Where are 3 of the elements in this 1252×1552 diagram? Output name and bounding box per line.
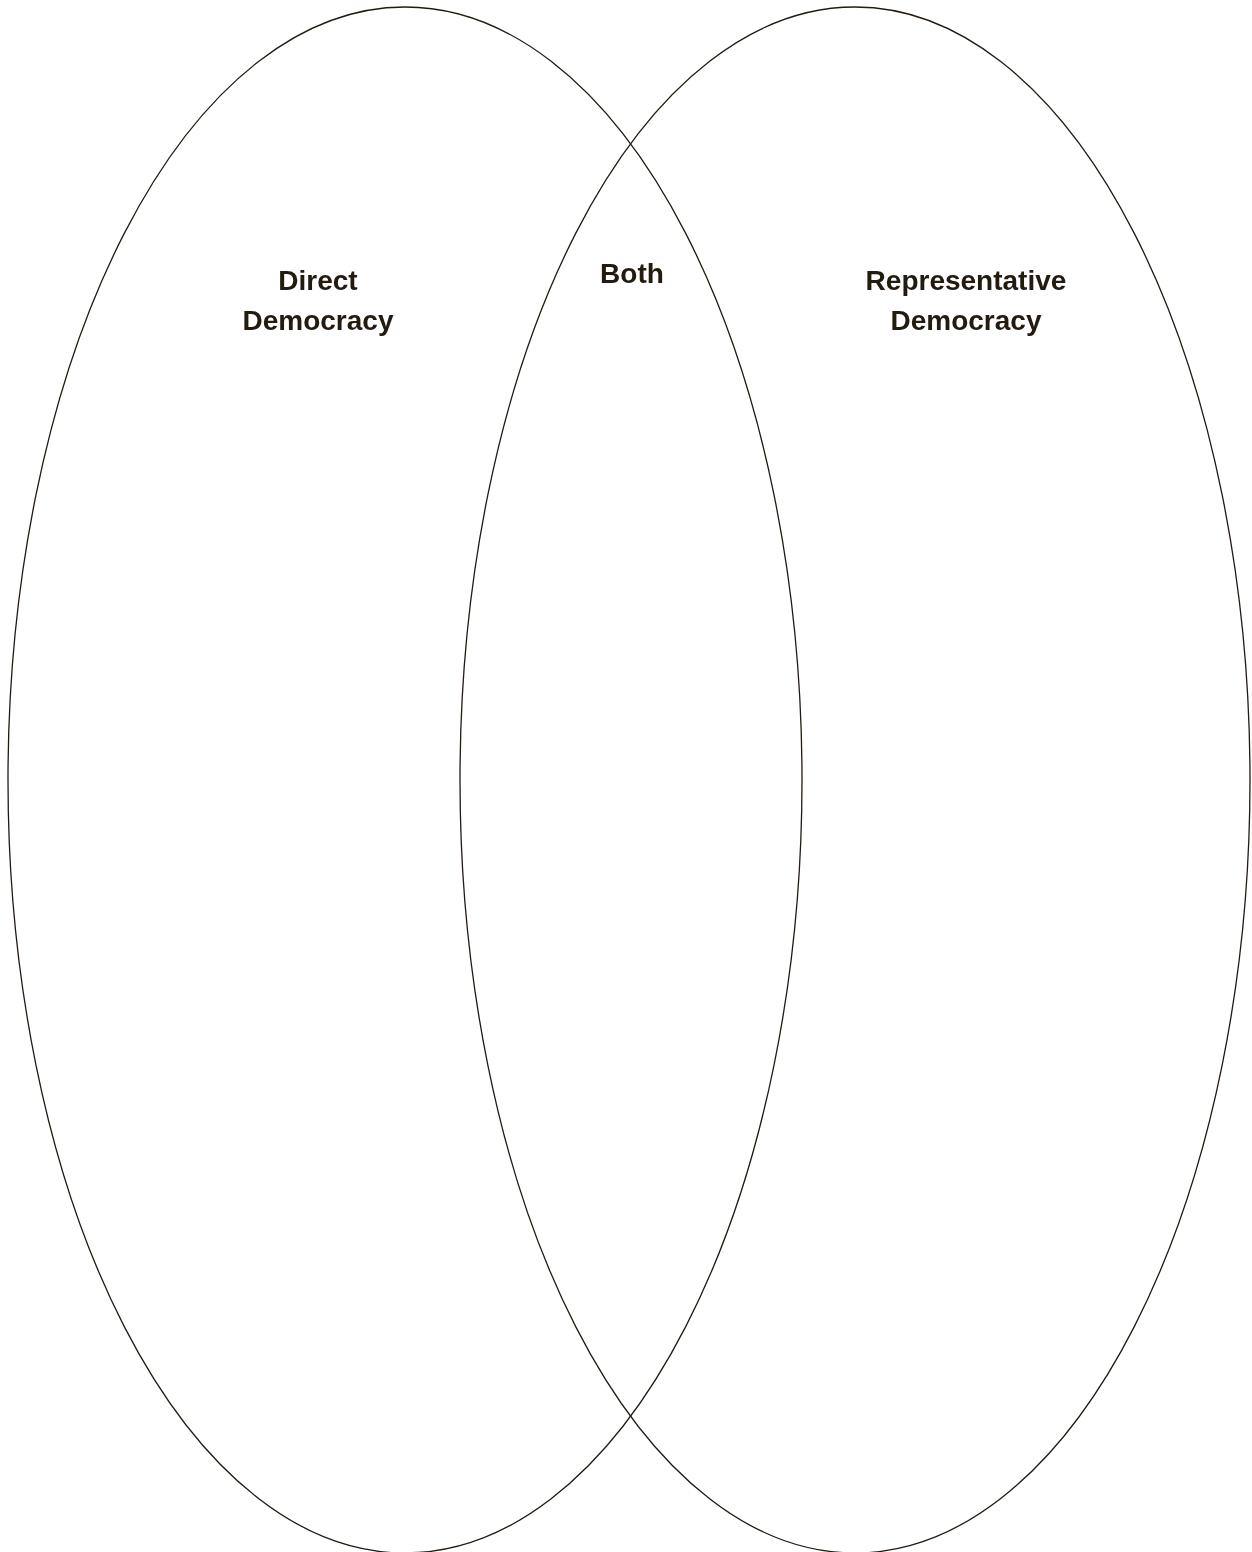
overlap-label: Both [599,257,665,291]
set-label: Representative Democracy [864,264,1068,338]
set-label: Direct Democracy [241,264,395,338]
